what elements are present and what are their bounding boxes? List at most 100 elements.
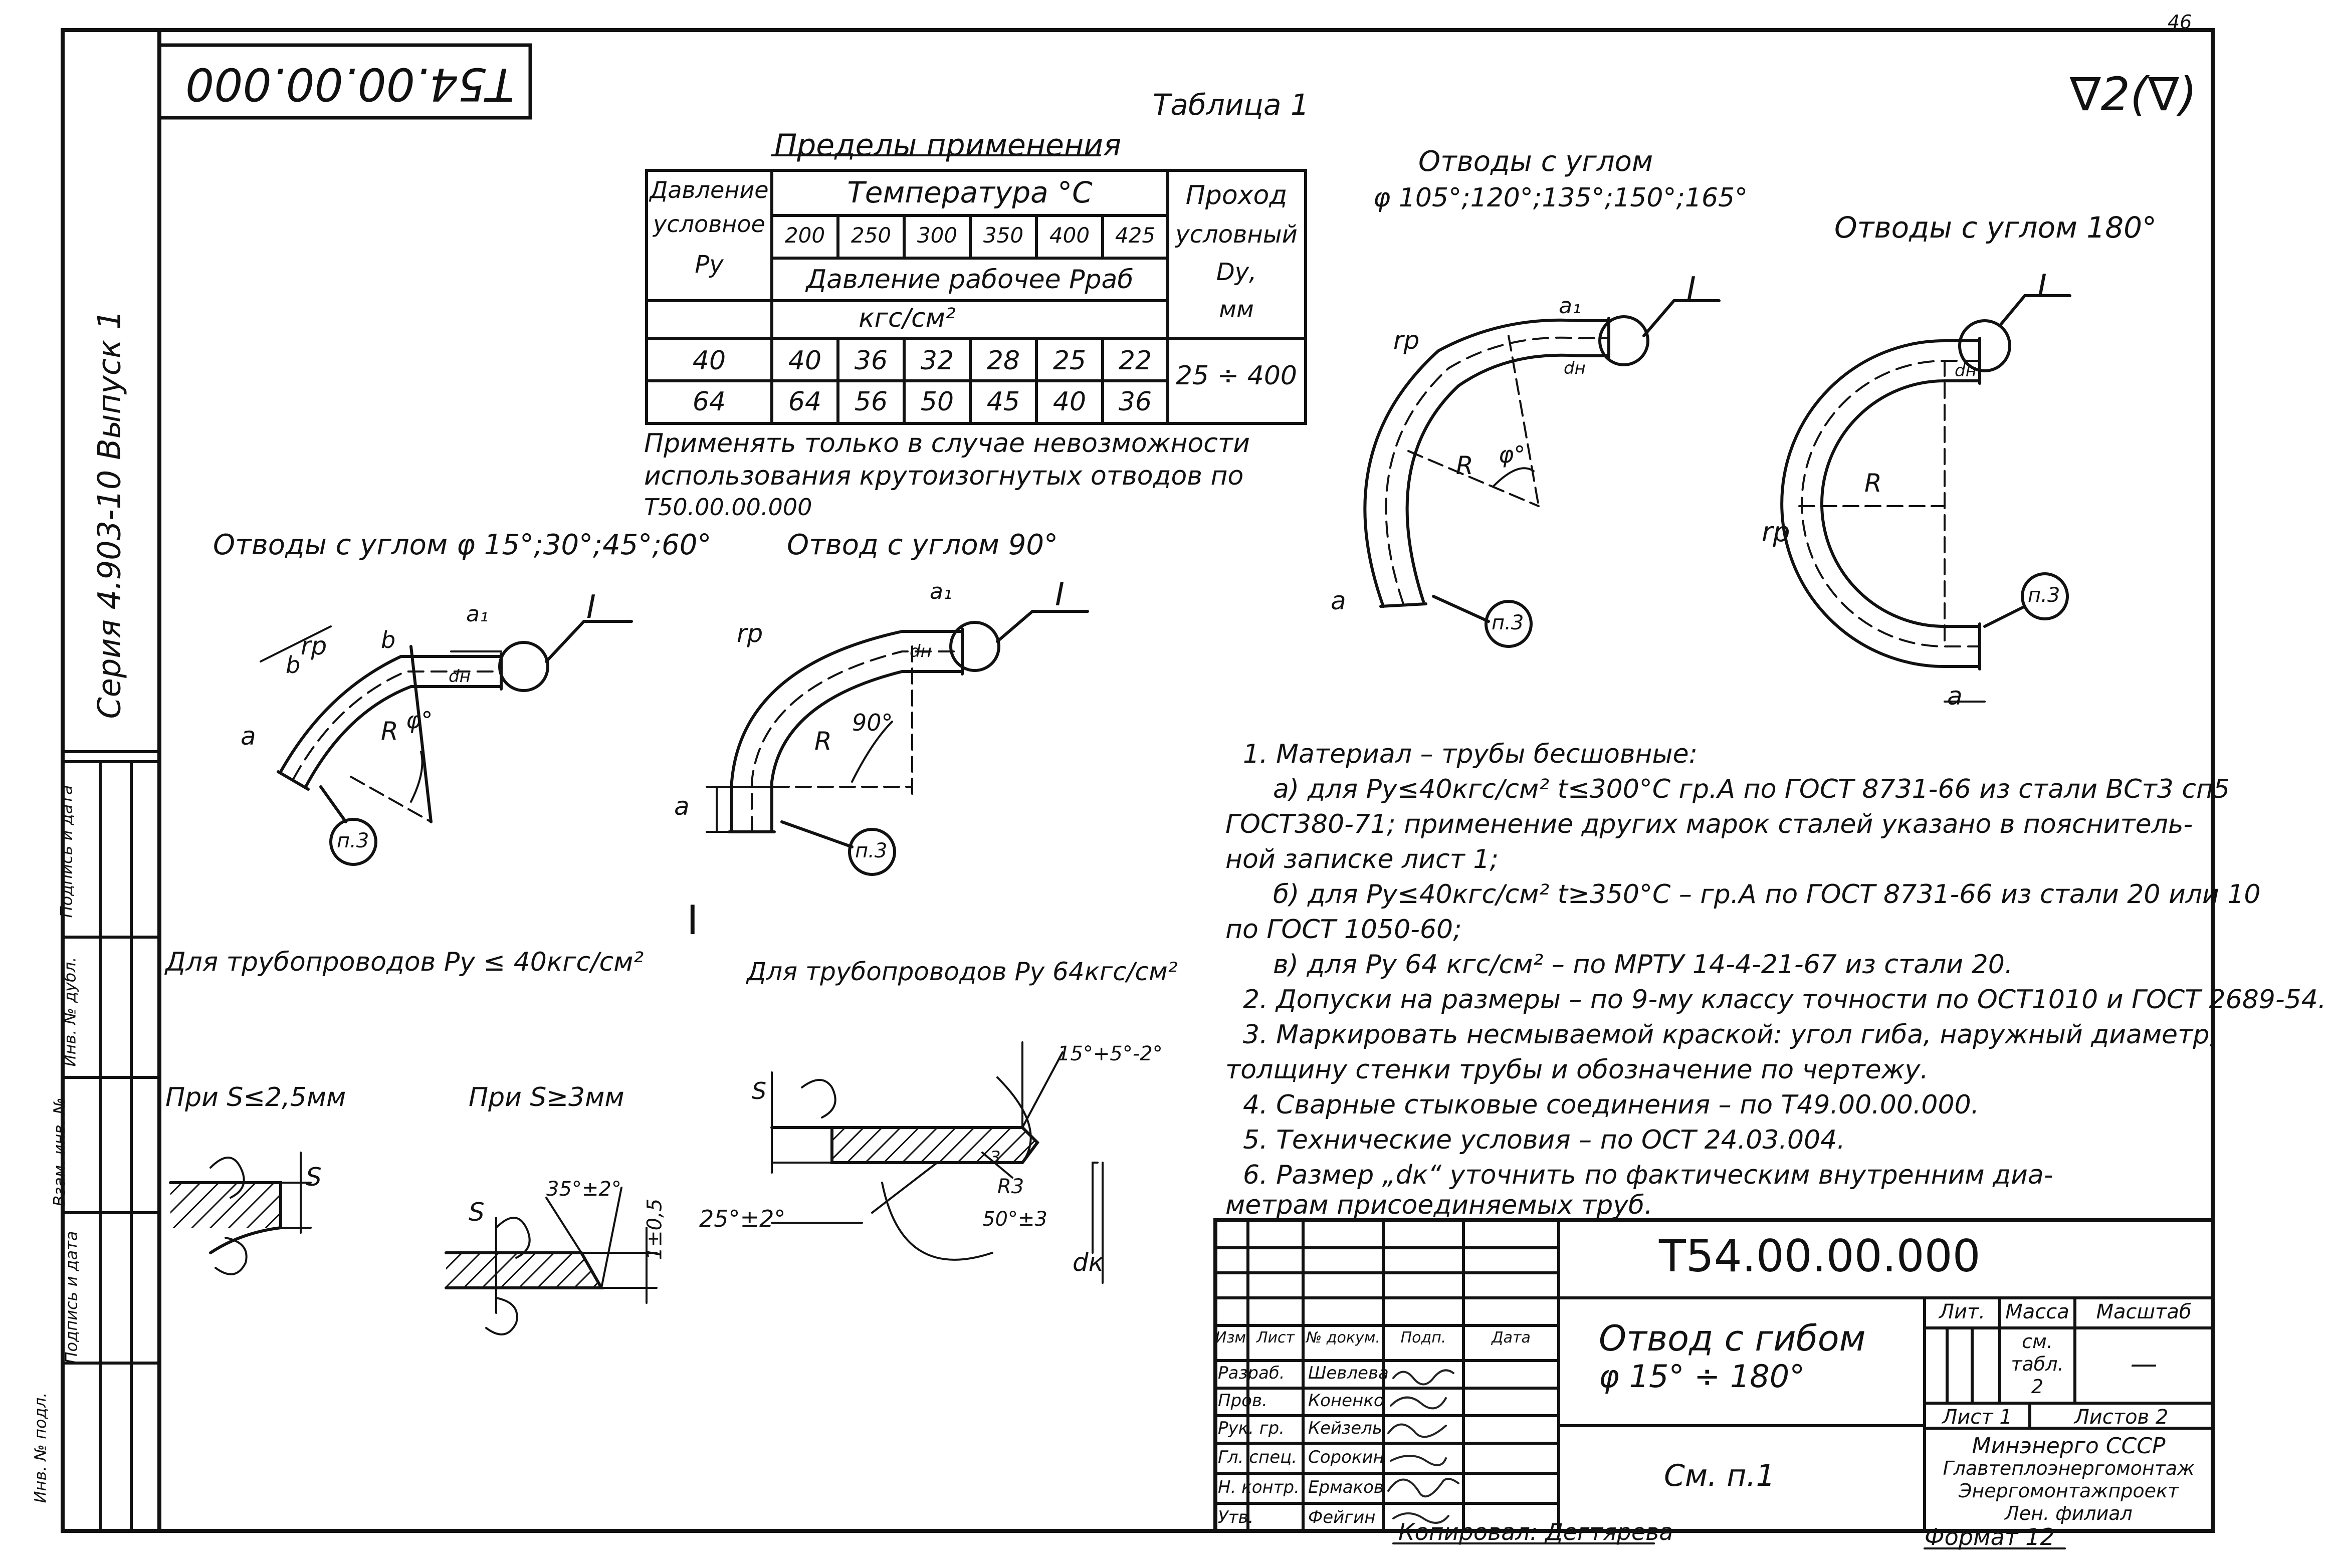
inner-frame — [157, 28, 2215, 1533]
note-1a: а) для Ру≤40кгс/см² t≤300°С гр.А по ГОСТ… — [1273, 774, 2230, 804]
label-small-phi: φ° — [406, 707, 433, 734]
temp-300: 300 — [917, 223, 958, 248]
org-1: Минэнерго СССР — [1972, 1433, 2166, 1459]
label-105-r: R — [1456, 451, 1473, 480]
bend-90-geometry — [706, 610, 1089, 876]
row1-v3: 32 — [920, 346, 954, 376]
label-105-a1: a₁ — [1559, 293, 1581, 319]
label-105-dh: dн — [1564, 358, 1586, 378]
title-material: См. п.1 — [1664, 1458, 1775, 1493]
col-lit: Лит. — [1939, 1300, 1986, 1323]
label-dk: dк — [1073, 1248, 1104, 1277]
org-2: Главтеплоэнергомонтаж — [1943, 1457, 2195, 1479]
temp-425: 425 — [1115, 223, 1156, 248]
detail-left-title: Для трубопроводов Ру ≤ 40кгс/см² — [165, 947, 644, 977]
row2-v2: 56 — [854, 387, 888, 417]
label-90-rp: rр — [737, 619, 763, 648]
label-small-b2: b — [286, 651, 301, 679]
note-4: 4. Сварные стыковые соединения – по Т49.… — [1243, 1090, 1980, 1120]
callout-105-I: I — [1686, 271, 1696, 308]
label-90-r: R — [814, 727, 832, 756]
drawing-geometry — [61, 28, 2215, 1549]
name-1: Шевлева — [1308, 1363, 1389, 1383]
label-r3: R3 — [997, 1175, 1024, 1198]
label-angle-25: 25°±2° — [699, 1205, 786, 1232]
bend-small-geometry — [260, 620, 633, 866]
tb-head-izm: Изм. — [1215, 1329, 1251, 1347]
note-5: 5. Технические условия – по ОСТ 24.03.00… — [1243, 1125, 1845, 1155]
note-2: 2. Допуски на размеры – по 9-му классу т… — [1243, 985, 2326, 1015]
note-ref-90: п.3 — [855, 839, 888, 862]
detail-thin-geometry — [169, 1152, 312, 1275]
label-small-a: a — [241, 722, 256, 751]
row2-v6: 36 — [1118, 387, 1152, 417]
format: Формат 12 — [1925, 1523, 2055, 1550]
note-1b-cont: по ГОСТ 1050-60; — [1225, 915, 1462, 945]
name-6: Фейгин — [1308, 1507, 1376, 1527]
name-4: Сорокин — [1308, 1447, 1384, 1467]
signature-marks — [1387, 1369, 1459, 1524]
detail-thick-geometry — [445, 1187, 658, 1335]
label-105-a: a — [1331, 586, 1346, 615]
label-105-phi: φ° — [1499, 441, 1526, 468]
detail-py64-geometry — [770, 1041, 1104, 1284]
head-pressure-1: Давление — [650, 176, 769, 203]
role-2: Пров. — [1218, 1391, 1267, 1411]
head-passage-2: условный — [1175, 220, 1298, 249]
role-5: Н. контр. — [1218, 1477, 1300, 1497]
title-name-1: Отвод с гибом — [1599, 1318, 1866, 1359]
row1-py: 40 — [692, 346, 726, 376]
tb-head-list: Лист — [1256, 1329, 1295, 1347]
label-180-a: a — [1947, 682, 1963, 711]
label-180-rp: rр — [1762, 516, 1790, 548]
callout-90-I: I — [1055, 576, 1065, 613]
title-small-angles: Отводы с углом φ 15°;30°;45°;60° — [213, 529, 712, 561]
sheet-number: Лист 1 — [1942, 1406, 2012, 1429]
row1-v1: 40 — [788, 346, 822, 376]
note-3: 3. Маркировать несмываемой краской: угол… — [1243, 1020, 2218, 1050]
row1-v6: 22 — [1118, 346, 1152, 376]
head-passage-3: Dу, — [1216, 258, 1257, 286]
table-note-3: Т50.00.00.000 — [644, 494, 812, 521]
note-ref-105: п.3 — [1492, 611, 1524, 634]
head-pressure-3: Ру — [695, 251, 724, 279]
row1-v2: 36 — [854, 346, 888, 376]
col-mass: Масса — [2005, 1300, 2069, 1323]
row2-v1: 64 — [788, 387, 822, 417]
roughness-mark: ∇2(∇) — [2070, 68, 2197, 121]
label-small-r: R — [381, 717, 398, 746]
scale-value: — — [2130, 1348, 2158, 1380]
tb-head-date: Дата — [1492, 1329, 1531, 1347]
label-90-phi: 90° — [852, 709, 893, 736]
title-angle-180: Отводы с углом 180° — [1834, 210, 2157, 245]
label-small-a1: a₁ — [466, 601, 489, 627]
org-4: Лен. филиал — [2005, 1502, 2133, 1524]
head-passage-1: Проход — [1185, 180, 1288, 210]
copied-by: Копировал: Дегтярева — [1398, 1518, 1673, 1545]
note-6: 6. Размер „dк“ уточнить по фактическим в… — [1243, 1160, 2053, 1190]
temp-400: 400 — [1049, 223, 1090, 248]
label-105-rp: rр — [1393, 326, 1420, 355]
note-1b: б) для Ру≤40кгс/см² t≥350°С – гр.А по ГО… — [1273, 879, 2261, 910]
title-angle-105-1: Отводы с углом — [1418, 145, 1653, 178]
mass-3: 2 — [2031, 1376, 2044, 1398]
passage-value: 25 ÷ 400 — [1175, 361, 1298, 391]
label-s-thin: S — [306, 1163, 322, 1192]
mass-1: см. — [2022, 1330, 2053, 1353]
table-title: Пределы применения — [774, 128, 1122, 163]
role-6: Утв. — [1218, 1507, 1254, 1527]
sheets-count: Листов 2 — [2074, 1406, 2169, 1429]
note-ref-180: п.3 — [2028, 584, 2060, 607]
label-180-dh: dн — [1955, 361, 1977, 381]
title-block-grid — [1213, 1218, 2215, 1549]
row2-v3: 50 — [920, 387, 954, 417]
row2-v5: 40 — [1052, 387, 1087, 417]
row1-v4: 28 — [986, 346, 1020, 376]
detail-right-title: Для трубопроводов Ру 64кгс/см² — [747, 957, 1178, 986]
head-temperature: Температура °С — [847, 175, 1093, 209]
title-code: Т54.00.00.000 — [1659, 1230, 1981, 1282]
name-3: Кейзель — [1308, 1418, 1382, 1438]
note-1a-cont2: ной записке лист 1; — [1225, 844, 1499, 874]
label-small-rp: rр — [301, 631, 327, 660]
org-3: Энергомонтажпроект — [1958, 1480, 2179, 1502]
